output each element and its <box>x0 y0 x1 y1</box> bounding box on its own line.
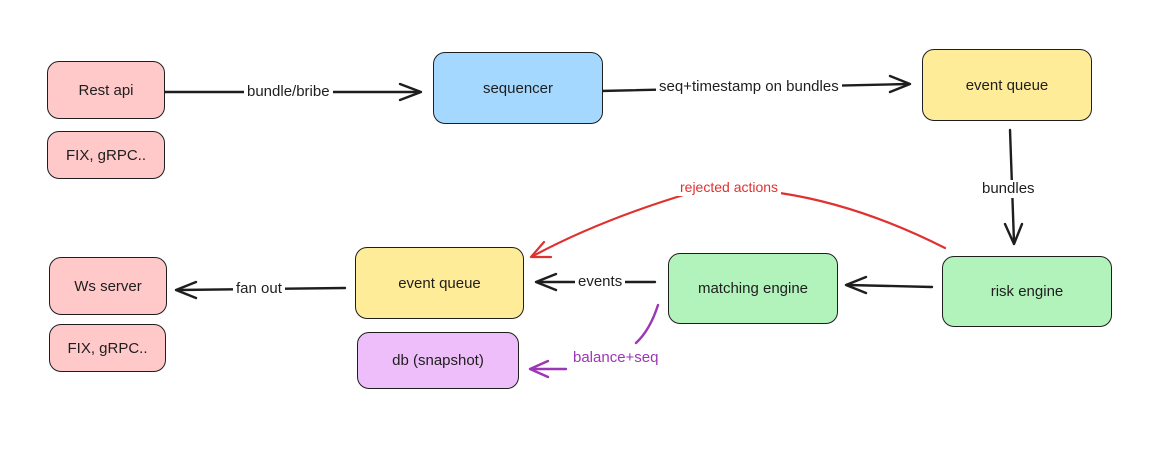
edge-label-bundles: bundles <box>979 180 1038 198</box>
event-queue-top-node[interactable]: event queue <box>922 49 1092 121</box>
arrowhead-rejected-actions <box>529 240 553 259</box>
arrowhead-event-queue-to-risk <box>1003 222 1024 246</box>
fix-grpc-node-top[interactable]: FIX, gRPC.. <box>47 131 165 179</box>
arrow-balance-seq-tail <box>634 303 660 345</box>
arrow-risk-to-matching <box>846 283 934 289</box>
arrowhead-sequencer-to-event-queue <box>888 74 912 94</box>
ws-server-node[interactable]: Ws server <box>49 257 167 315</box>
arrowhead-event-queue-to-ws <box>174 280 198 300</box>
event-queue-bottom-node[interactable]: event queue <box>355 247 524 319</box>
edge-label-seq-timestamp: seq+timestamp on bundles <box>656 78 842 96</box>
risk-engine-node[interactable]: risk engine <box>942 256 1112 327</box>
arrowhead-matching-to-event-queue <box>534 272 558 292</box>
edge-label-rejected-actions: rejected actions <box>677 178 782 196</box>
fix-grpc-node-bottom[interactable]: FIX, gRPC.. <box>49 324 166 372</box>
rest-api-node[interactable]: Rest api <box>47 61 165 119</box>
edge-label-fan-out: fan out <box>233 280 285 298</box>
matching-engine-node[interactable]: matching engine <box>668 253 838 324</box>
arrowhead-risk-to-matching <box>844 275 868 295</box>
sequencer-node[interactable]: sequencer <box>433 52 603 124</box>
edge-label-balance-seq: balance+seq <box>573 349 659 366</box>
db-snapshot-node[interactable]: db (snapshot) <box>357 332 519 389</box>
edge-label-events: events <box>575 273 626 291</box>
arrow-rejected-actions <box>531 191 947 258</box>
arrowhead-balance-seq <box>528 359 550 379</box>
edge-label-bundle-bribe: bundle/bribe <box>244 83 333 101</box>
arrowhead-rest-to-sequencer <box>398 82 423 102</box>
